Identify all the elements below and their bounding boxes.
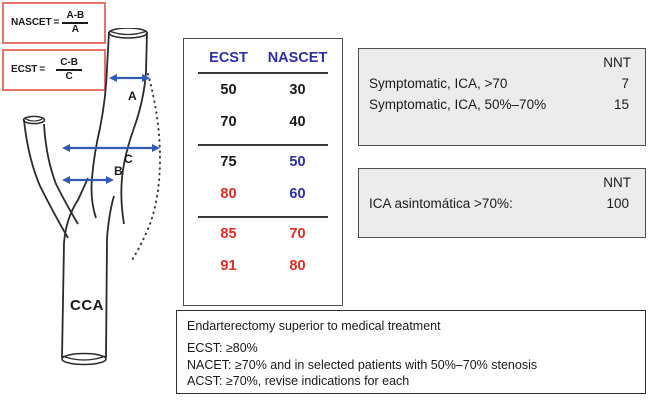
nascet-denominator: A — [71, 23, 79, 35]
table-rule-middle-2 — [198, 216, 328, 218]
table-row: 70 40 — [184, 106, 342, 138]
ecst-numerator: C-B — [60, 56, 79, 68]
ica-right-wall — [120, 31, 148, 225]
original-vessel-dotted-outline — [131, 73, 162, 261]
cca-lumen-opening — [61, 352, 107, 366]
fraction-bar — [62, 22, 89, 24]
recommendation-line-nacet: NACET: ≥70% and in selected patients wit… — [187, 357, 538, 372]
table-rule-middle-1 — [198, 144, 328, 146]
cell-ecst: 85 — [220, 226, 237, 242]
cell-nascet: 80 — [289, 258, 306, 274]
cell-ecst: 75 — [220, 154, 237, 170]
cell-nascet: 60 — [289, 186, 306, 202]
diagram-label-a: A — [128, 89, 137, 103]
recommendation-line-acst: ACST: ≥70%, revise indications for each — [187, 374, 410, 389]
nnt-value: 100 — [606, 196, 629, 211]
eca-lumen-opening — [22, 115, 46, 125]
nnt-header-asymptomatic: NNT — [603, 175, 631, 190]
table-row: 85 70 — [184, 218, 342, 250]
fraction-bar — [56, 69, 83, 71]
cca-lumen-inner — [61, 355, 107, 361]
carotid-artery-diagram: A C B CCA — [10, 27, 185, 396]
ecst-fraction: C-B C — [56, 56, 83, 83]
ica-left-wall — [90, 31, 110, 219]
ecst-formula-box: ECST = C-B C — [2, 49, 106, 91]
eca-lumen-inner — [23, 117, 45, 122]
cell-ecst: 80 — [220, 186, 237, 202]
cell-ecst: 91 — [220, 258, 237, 274]
artery-svg — [22, 27, 162, 366]
table-row: 80 60 — [184, 178, 342, 210]
column-header-ecst: ECST — [209, 50, 248, 66]
nascet-fraction: A-B A — [62, 9, 89, 36]
nnt-row: Symptomatic, ICA, 50%–70% 15 — [367, 94, 635, 115]
table-rule-top — [198, 72, 328, 74]
recommendation-title: Endarterectomy superior to medical treat… — [187, 319, 441, 333]
recommendation-box: Endarterectomy superior to medical treat… — [176, 310, 646, 394]
table-row: 75 50 — [184, 146, 342, 178]
cca-left-wall — [61, 177, 89, 359]
eca-left-wall — [23, 119, 69, 239]
nnt-value: 15 — [613, 97, 629, 112]
ecst-formula-equals: = — [39, 64, 46, 75]
diagram-label-c: C — [124, 152, 133, 166]
nnt-label: ICA asintomática >70%: — [369, 196, 513, 211]
eca-right-wall — [43, 123, 79, 225]
nnt-asymptomatic-box: NNT ICA asintomática >70%: 100 — [358, 168, 646, 238]
table-row: 50 30 — [184, 74, 342, 106]
nnt-header-symptomatic: NNT — [603, 55, 631, 70]
nascet-formula-box: NASCET = A-B A — [2, 2, 106, 44]
measurement-arrow-a — [109, 74, 150, 82]
cell-nascet: 40 — [289, 114, 306, 130]
nnt-value: 7 — [621, 76, 629, 91]
nascet-numerator: A-B — [66, 9, 85, 21]
measurement-arrow-b — [62, 176, 114, 184]
table-row: 91 80 — [184, 250, 342, 282]
ecst-formula-name: ECST — [11, 64, 38, 75]
ica-lumen-opening — [108, 27, 148, 39]
cell-ecst: 70 — [220, 114, 237, 130]
diagram-label-b: B — [114, 164, 123, 178]
nascet-formula-equals: = — [53, 17, 60, 28]
ecst-nascet-comparison-table: ECST NASCET 50 30 70 40 75 50 80 60 85 7… — [183, 38, 343, 306]
ica-lumen-inner — [108, 30, 148, 36]
column-header-nascet: NASCET — [267, 50, 328, 66]
recommendation-line-ecst: ECST: ≥80% — [187, 341, 258, 355]
cell-ecst: 50 — [220, 82, 237, 98]
ecst-denominator: C — [65, 70, 73, 82]
nascet-formula: NASCET = A-B A — [11, 9, 89, 36]
cell-nascet: 50 — [289, 154, 306, 170]
nnt-label: Symptomatic, ICA, 50%–70% — [369, 97, 547, 112]
diagram-label-cca: CCA — [70, 297, 104, 314]
nnt-row: Symptomatic, ICA, >70 7 — [367, 73, 635, 94]
nascet-formula-name: NASCET — [11, 17, 52, 28]
cca-right-wall — [105, 195, 115, 359]
nnt-label: Symptomatic, ICA, >70 — [369, 76, 508, 91]
nnt-symptomatic-box: NNT Symptomatic, ICA, >70 7 Symptomatic,… — [358, 48, 646, 146]
ecst-formula: ECST = C-B C — [11, 56, 83, 83]
cell-nascet: 30 — [289, 82, 306, 98]
nnt-row: ICA asintomática >70%: 100 — [367, 193, 635, 214]
measurement-arrow-c — [62, 144, 160, 152]
cell-nascet: 70 — [289, 226, 306, 242]
table-header-row: ECST NASCET — [184, 47, 342, 66]
